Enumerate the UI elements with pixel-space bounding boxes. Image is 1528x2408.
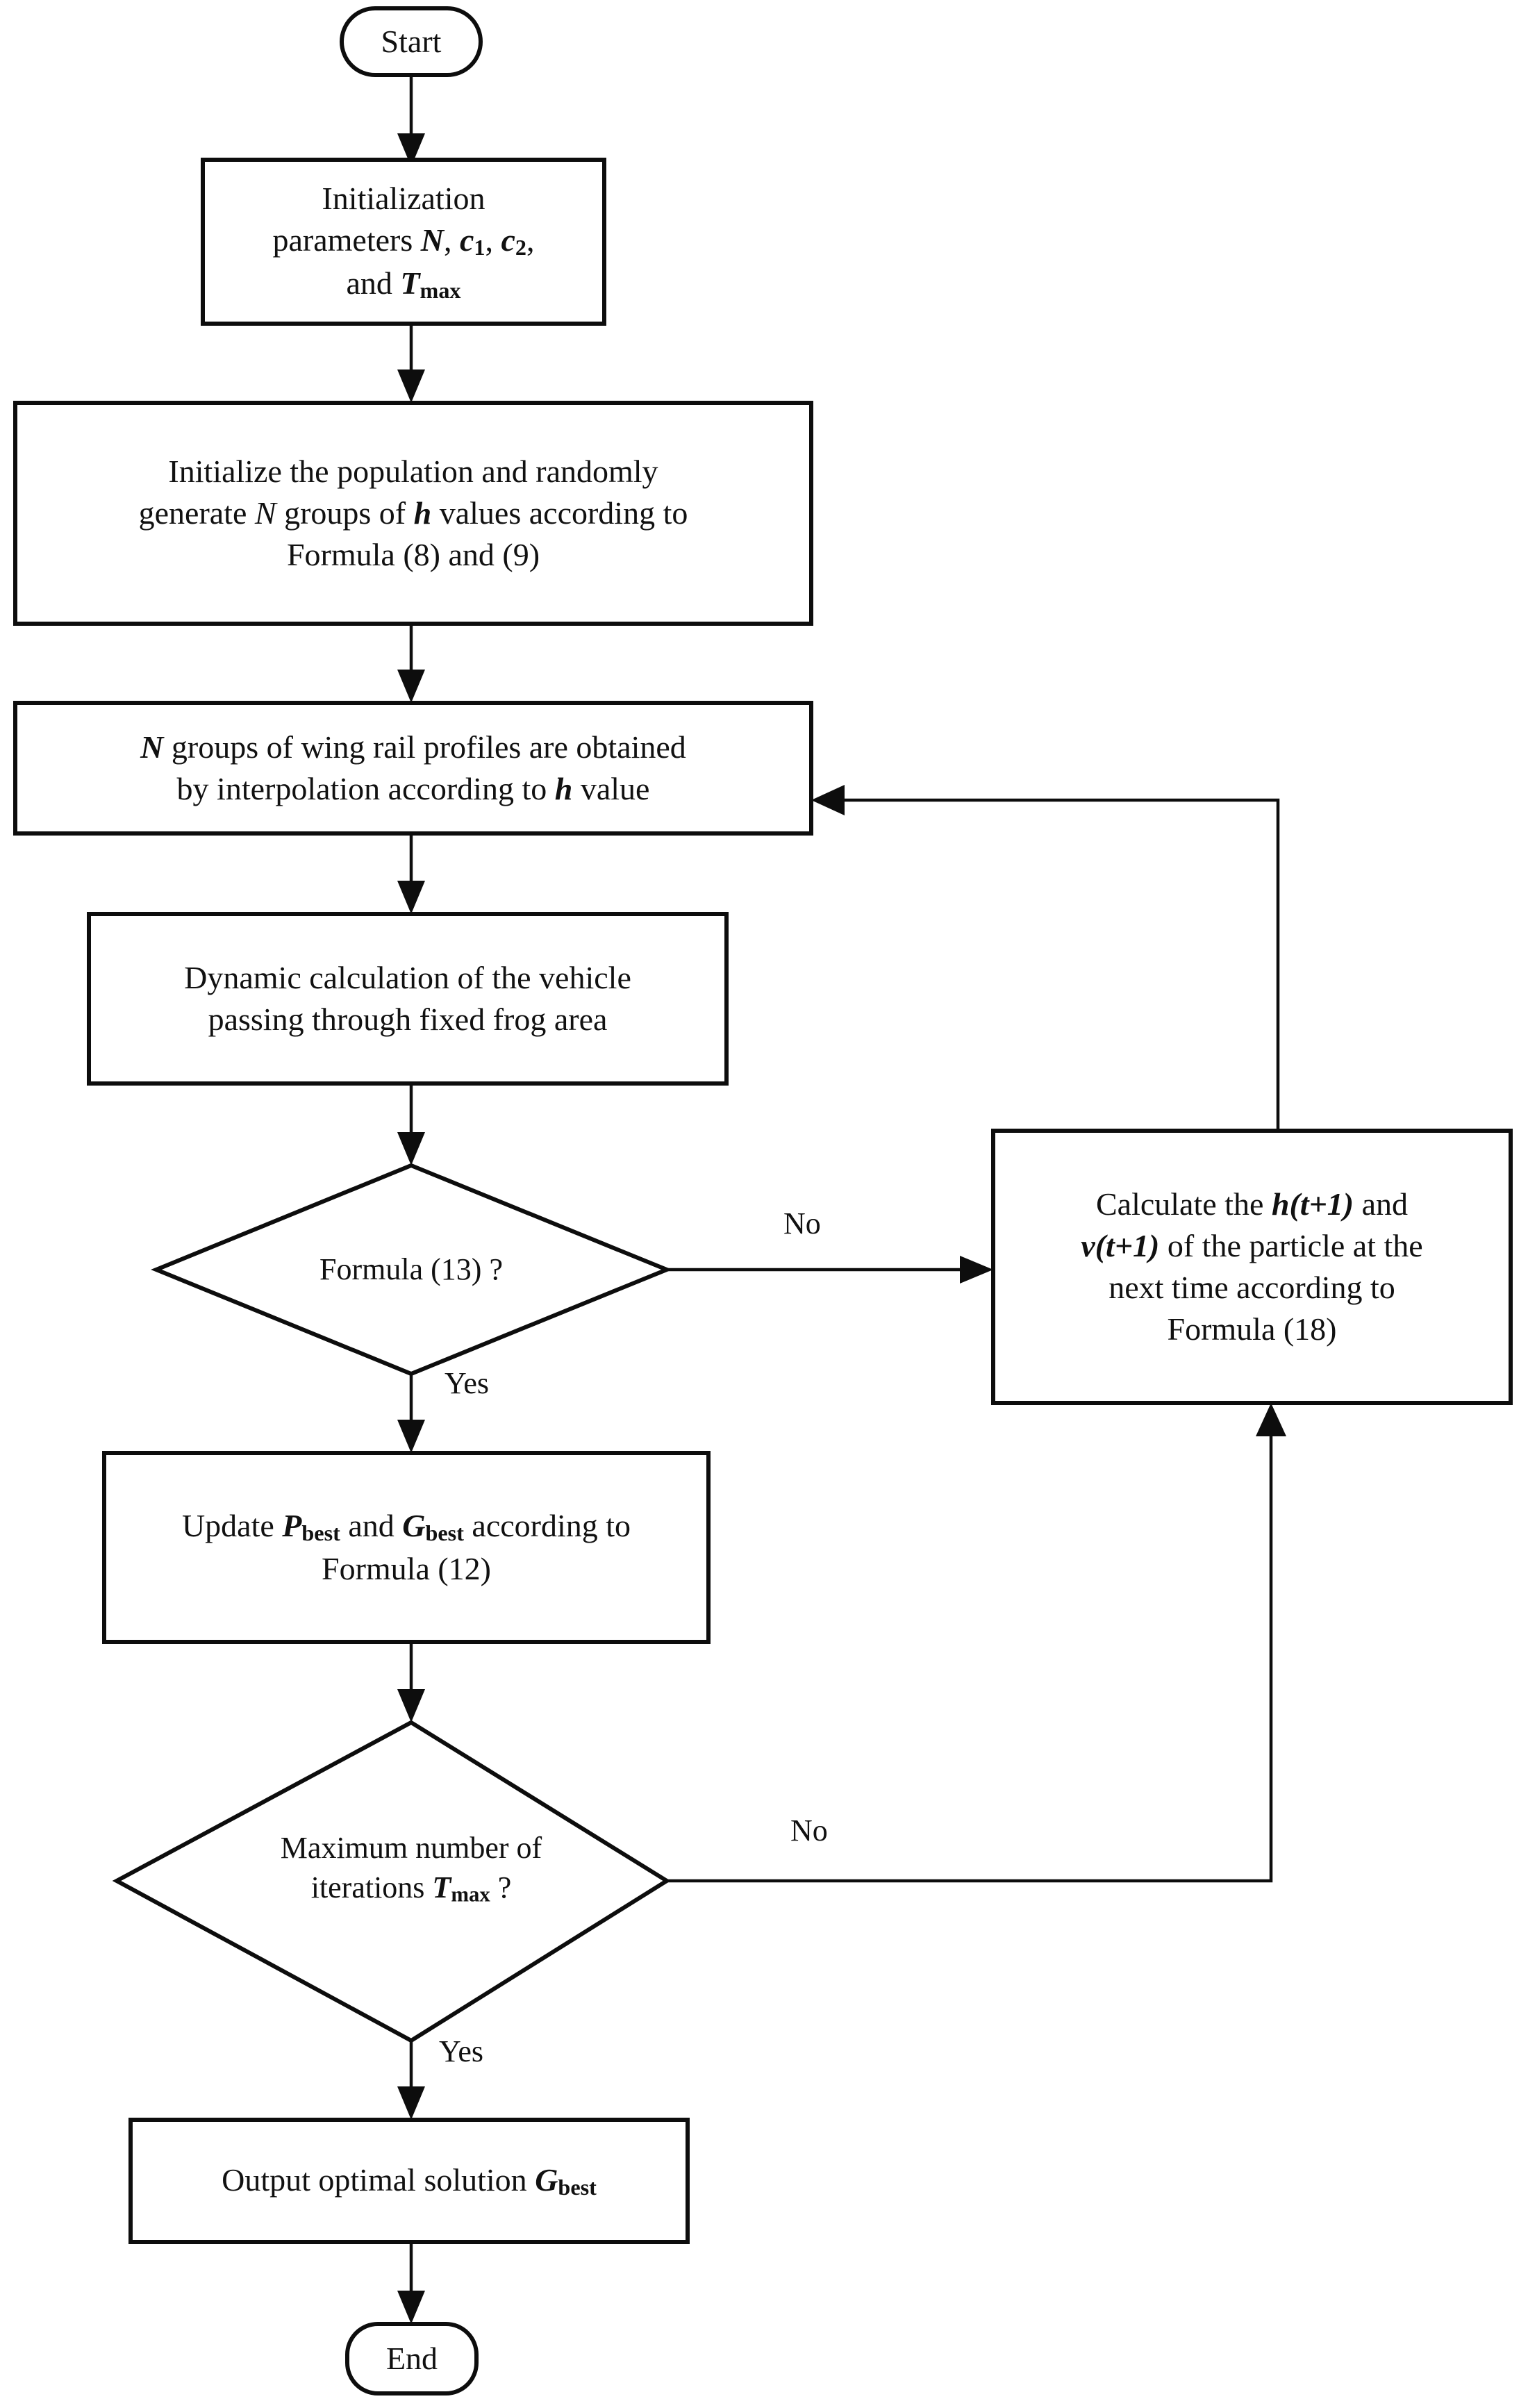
edge-profiles-to-dynamic xyxy=(397,833,425,914)
edge-dynamic-to-decision13 xyxy=(397,1083,425,1165)
node-start-shape[interactable] xyxy=(340,6,483,77)
node-decision-formula13-shape[interactable] xyxy=(151,1163,672,1377)
edge-decision13-yes-to-update xyxy=(397,1374,425,1453)
edge-population-to-profiles xyxy=(397,624,425,703)
edge-init-to-population xyxy=(397,324,425,403)
edge-decision-maxiter-no-to-calculate xyxy=(667,1403,1286,1883)
edge-decision13-no-to-calculate xyxy=(667,1256,993,1284)
edge-decision-maxiter-yes-to-output xyxy=(397,2041,425,2120)
node-init-params-shape[interactable] xyxy=(201,158,606,326)
node-output-solution-shape[interactable] xyxy=(128,2118,690,2244)
edge-calculate-to-profiles-feedback xyxy=(811,785,1280,1131)
node-wing-rail-profiles-shape[interactable] xyxy=(13,701,813,836)
node-calculate-next-shape[interactable] xyxy=(991,1129,1513,1405)
edge-update-to-decision-maxiter xyxy=(397,1642,425,1722)
node-update-best-shape[interactable] xyxy=(102,1451,711,1644)
node-end-shape[interactable] xyxy=(345,2322,479,2395)
node-init-population-shape[interactable] xyxy=(13,401,813,626)
node-dynamic-calc-shape[interactable] xyxy=(87,912,729,1086)
edge-start-to-init xyxy=(397,75,425,167)
edge-output-to-end xyxy=(397,2242,425,2324)
node-decision-max-iter-shape[interactable] xyxy=(112,1720,671,2043)
